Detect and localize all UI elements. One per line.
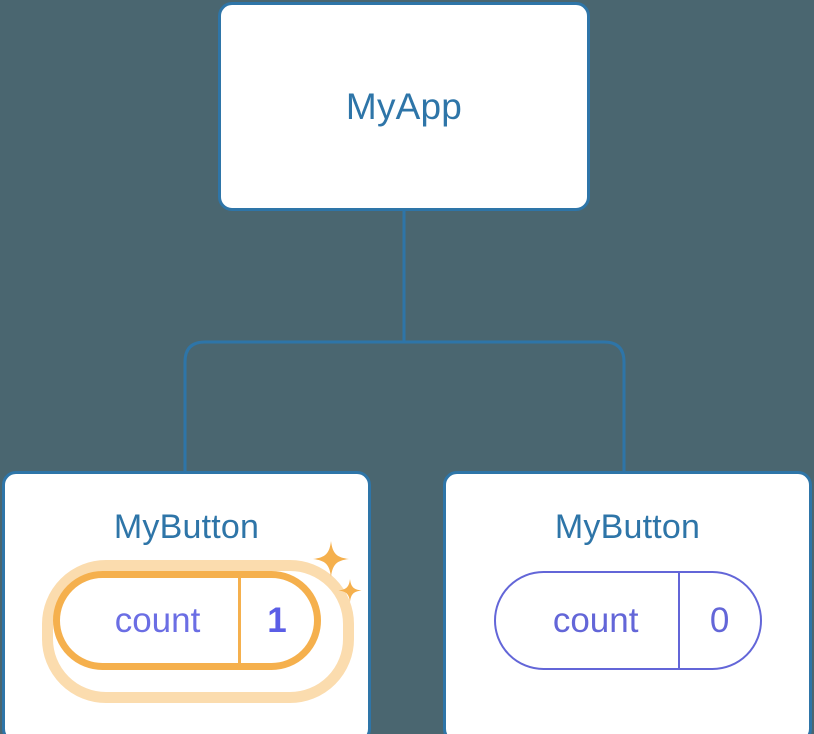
state-pill-wrapper-right: count 0 [493,571,762,670]
state-key-right: count [552,601,639,640]
connector-to-left-child [183,340,404,471]
connector-to-right-child [404,340,626,471]
node-card-mybutton-right[interactable]: MyButton count 0 [443,471,812,734]
state-pill-left[interactable]: count 1 [52,571,321,670]
node-title-mybutton-left: MyButton [113,508,260,546]
state-value-left: 1 [237,578,314,663]
node-card-mybutton-left[interactable]: MyButton count 1 [2,471,371,734]
state-pill-right[interactable]: count 0 [493,571,762,670]
state-pill-highlight-halo [41,560,354,703]
node-title-root: MyApp [345,86,463,127]
state-value-right: 0 [677,573,760,668]
node-title-mybutton-right: MyButton [554,508,701,546]
state-pill-wrapper-left: count 1 [41,541,361,703]
state-key-left: count [114,601,201,640]
node-card-root[interactable]: MyApp [218,2,590,211]
